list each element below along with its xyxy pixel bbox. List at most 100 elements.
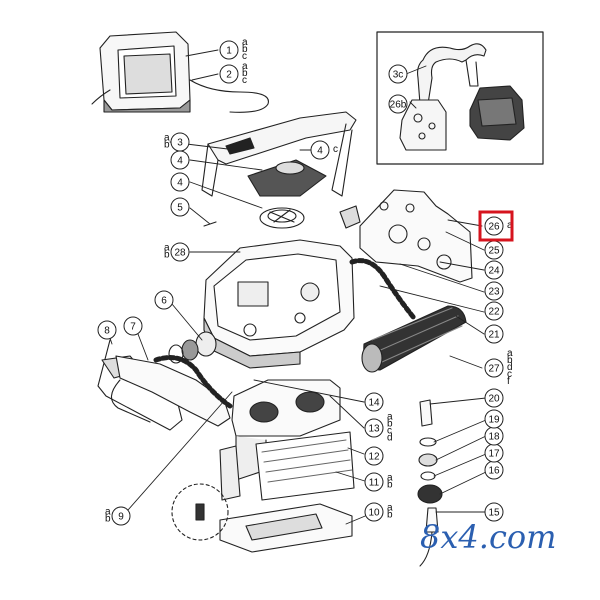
callout-circle <box>364 446 384 466</box>
callout-c26b: 26b <box>388 94 408 114</box>
callout-circle <box>484 324 504 344</box>
callout-circle <box>388 94 408 114</box>
callout-sub-letters: a <box>507 220 513 231</box>
callout-number: 21 <box>488 330 500 341</box>
callout-c8: 8 <box>97 320 117 340</box>
callout-circle <box>484 502 504 522</box>
callout-number: 19 <box>488 415 500 426</box>
detail-circle <box>171 483 229 541</box>
callout-circle <box>484 281 504 301</box>
callout-number: 18 <box>488 432 500 443</box>
callout-c26: 26 a <box>484 216 513 236</box>
callout-c17: 17 <box>484 443 504 463</box>
callout-number: 24 <box>488 266 500 277</box>
callout-number: 9 <box>118 512 124 523</box>
callout-number: 20 <box>488 394 500 405</box>
callout-number: 1 <box>226 46 232 57</box>
callout-number: 8 <box>104 326 110 337</box>
callout-number: 13 <box>368 424 380 435</box>
callout-sub-letters: c <box>333 144 338 155</box>
callout-number: 5 <box>177 203 183 214</box>
callout-circle <box>484 358 504 378</box>
callout-circle <box>170 197 190 217</box>
callout-number: 4 <box>177 156 183 167</box>
callout-number: 25 <box>488 246 500 257</box>
callout-number: 7 <box>130 322 136 333</box>
callout-c14: 14 <box>364 392 384 412</box>
callout-circle <box>484 301 504 321</box>
callout-circle <box>484 388 504 408</box>
callout-c4b: 4 <box>170 150 190 170</box>
callout-circle <box>484 260 504 280</box>
callout-circle <box>364 418 384 438</box>
callout-number: 16 <box>488 466 500 477</box>
callout-circle <box>364 472 384 492</box>
callout-c5: 5 <box>170 197 190 217</box>
callout-c20: 20 <box>484 388 504 408</box>
callout-number: 4 <box>317 146 323 157</box>
callout-circle <box>170 172 190 192</box>
callout-circle <box>484 216 504 236</box>
callout-number: 27 <box>488 364 500 375</box>
callout-number: 3c <box>393 70 404 81</box>
callout-circle <box>484 409 504 429</box>
callout-circle <box>219 64 239 84</box>
callout-c4c: 4 <box>170 172 190 192</box>
callout-circle <box>388 64 408 84</box>
main-body <box>203 239 355 369</box>
callout-c18: 18 <box>484 426 504 446</box>
filter-canister <box>219 379 355 501</box>
callout-c23: 23 <box>484 281 504 301</box>
callout-circle <box>170 242 190 262</box>
bottom-plate <box>219 503 353 553</box>
callout-c22: 22 <box>484 301 504 321</box>
callout-circle <box>170 150 190 170</box>
leader-lines <box>107 49 487 525</box>
callout-number: 26 <box>488 222 500 233</box>
callout-number: 15 <box>488 508 500 519</box>
callout-c3c: 3c <box>388 64 408 84</box>
callout-number: 3 <box>177 138 183 149</box>
callout-circle <box>111 506 131 526</box>
power-supply <box>91 31 269 113</box>
callout-c24: 24 <box>484 260 504 280</box>
callout-number: 26b <box>390 100 407 111</box>
callout-circle <box>154 290 174 310</box>
callout-c25: 25 <box>484 240 504 260</box>
callout-number: 14 <box>368 398 380 409</box>
callout-number: 2 <box>226 70 232 81</box>
callout-circle <box>310 140 330 160</box>
callout-number: 23 <box>488 287 500 298</box>
callout-number: 12 <box>368 452 380 463</box>
callout-c12: 12 <box>364 446 384 466</box>
callout-number: 11 <box>369 478 380 489</box>
callout-number: 4 <box>177 178 183 189</box>
callout-circle <box>97 320 117 340</box>
swivel-assembly <box>247 159 327 229</box>
left-track <box>153 355 233 409</box>
callout-c21: 21 <box>484 324 504 344</box>
callout-c15: 15 <box>484 502 504 522</box>
callout-number: 17 <box>488 449 500 460</box>
callout-number: 22 <box>488 307 500 318</box>
watermark-text: 8x4.com <box>420 518 556 556</box>
inset-detail <box>376 31 544 165</box>
callout-number: 10 <box>368 508 380 519</box>
